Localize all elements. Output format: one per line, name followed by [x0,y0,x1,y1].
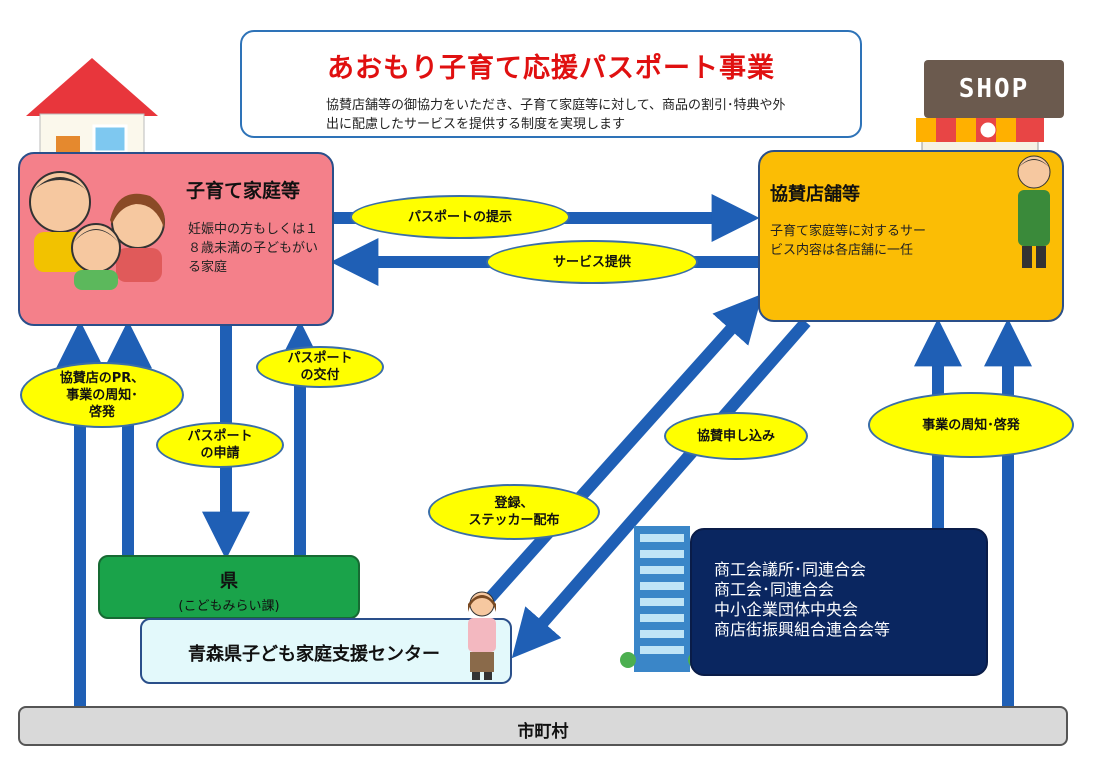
shop-sign: SHOP [924,60,1064,118]
prefecture-name: 県 [220,571,238,592]
office-building-icon [620,526,704,672]
commerce-item: 商工会議所･同連合会 [714,560,867,579]
support-center-node: 青森県子ども家庭支援センター [140,618,512,684]
store-description: 子育て家庭等に対するサービス内容は各店舗に一任 [770,224,927,258]
store-title: 協賛店舗等 [770,184,860,205]
title-box: あおもり子育て応援パスポート事業 協賛店舗等の御協力をいただき、子育て家庭等に対… [240,30,862,138]
commerce-item: 中小企業団体中央会 [714,600,859,619]
municipality-node: 市町村 [18,706,1068,746]
page-description: 協賛店舗等の御協力をいただき、子育て家庭等に対して、商品の割引･特典や外出に配慮… [326,98,786,132]
support-center-name: 青森県子ども家庭支援センター [188,644,440,665]
staff-icon [468,591,496,680]
label-passport-present: パスポートの提示 [350,195,570,239]
municipality-name: 市町村 [517,722,569,742]
commerce-item: 商工会･同連合会 [714,580,835,599]
page-title: あおもり子育て応援パスポート事業 [327,53,775,84]
label-pr: 協賛店のPR、 事業の周知･ 啓発 [20,362,184,428]
label-issue: パスポート の交付 [256,346,384,388]
label-apply: パスポート の申請 [156,422,284,468]
prefecture-subtitle: (こどもみらい課) [178,599,280,614]
prefecture-node: 県 (こどもみらい課) [98,555,360,619]
family-title: 子育て家庭等 [186,180,301,202]
label-awareness: 事業の周知･啓発 [868,392,1074,458]
family-description: 妊娠中の方もしくは１８歳未満の子どもがいる家庭 [188,222,319,275]
label-sponsor-apply: 協賛申し込み [664,412,808,460]
arrow-register [485,293,763,603]
commerce-organizations-node: 商工会議所･同連合会 商工会･同連合会 中小企業団体中央会 商店街振興組合連合会… [690,528,988,676]
label-register: 登録、 ステッカー配布 [428,484,600,540]
shopkeeper-icon [1017,155,1051,268]
family-icon [29,171,165,290]
store-node: 協賛店舗等 子育て家庭等に対するサービス内容は各店舗に一任 [758,150,1064,322]
label-service: サービス提供 [486,240,698,284]
commerce-list: 商工会議所･同連合会 商工会･同連合会 中小企業団体中央会 商店街振興組合連合会… [714,560,890,640]
arrow-sponsor-apply [511,318,811,659]
commerce-item: 商店街振興組合連合会等 [714,620,891,639]
